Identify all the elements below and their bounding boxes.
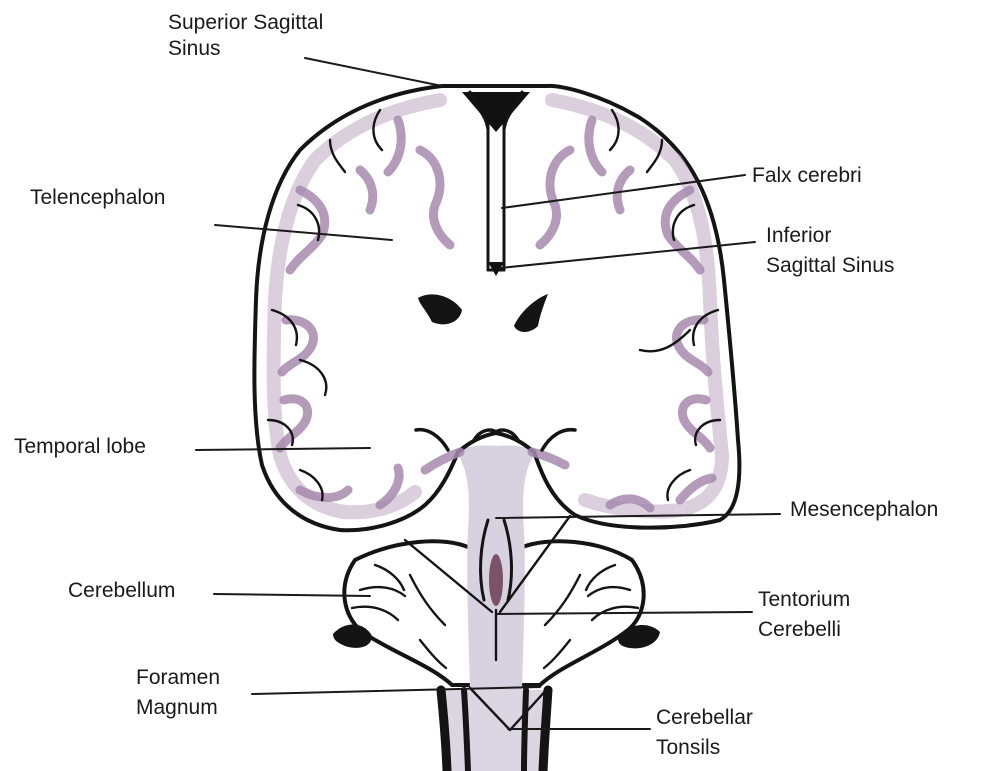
label-mesencephalon: Mesencephalon [790, 498, 938, 521]
label-superior-sagittal-sinus-line1: Superior Sagittal [168, 11, 323, 34]
label-tentorium-cerebelli-line2: Cerebelli [758, 618, 841, 641]
label-foramen-magnum-line2: Magnum [136, 696, 218, 719]
leader-superior-sagittal-sinus [305, 58, 442, 86]
label-cerebellum: Cerebellum [68, 579, 175, 602]
label-superior-sagittal-sinus-line2: Sinus [168, 37, 221, 60]
label-telencephalon: Telencephalon [30, 186, 165, 209]
label-foramen-magnum-line1: Foramen [136, 666, 220, 689]
label-inferior-sagittal-sinus-line1: Inferior [766, 224, 831, 247]
leader-temporal-lobe [196, 448, 370, 450]
brain-illustration [254, 86, 739, 771]
leader-telencephalon [215, 225, 392, 240]
label-inferior-sagittal-sinus: Inferior Sagittal Sinus [766, 224, 894, 277]
leader-cerebellum [214, 594, 370, 596]
falx-and-sinus-shapes [462, 92, 530, 276]
label-foramen-magnum: Foramen Magnum [136, 666, 226, 719]
label-falx-cerebri: Falx cerebri [752, 164, 862, 187]
label-cerebellar-tonsils-line1: Cerebellar [656, 706, 753, 729]
lateral-ventricle-left [418, 294, 462, 324]
brainstem-shape [455, 445, 537, 690]
leader-tentorium-cerebelli [496, 612, 752, 614]
label-cerebellar-tonsils: Cerebellar Tonsils [656, 706, 759, 759]
label-temporal-lobe: Temporal lobe [14, 435, 146, 458]
occipital-bone-right [618, 625, 660, 648]
lateral-ventricle-right [514, 294, 548, 332]
label-superior-sagittal-sinus: Superior Sagittal Sinus [168, 11, 329, 60]
label-tentorium-cerebelli: Tentorium Cerebelli [758, 588, 856, 641]
label-cerebellar-tonsils-line2: Tonsils [656, 736, 720, 759]
sulci [268, 110, 720, 500]
label-inferior-sagittal-sinus-line2: Sagittal Sinus [766, 254, 894, 277]
label-tentorium-cerebelli-line1: Tentorium [758, 588, 850, 611]
